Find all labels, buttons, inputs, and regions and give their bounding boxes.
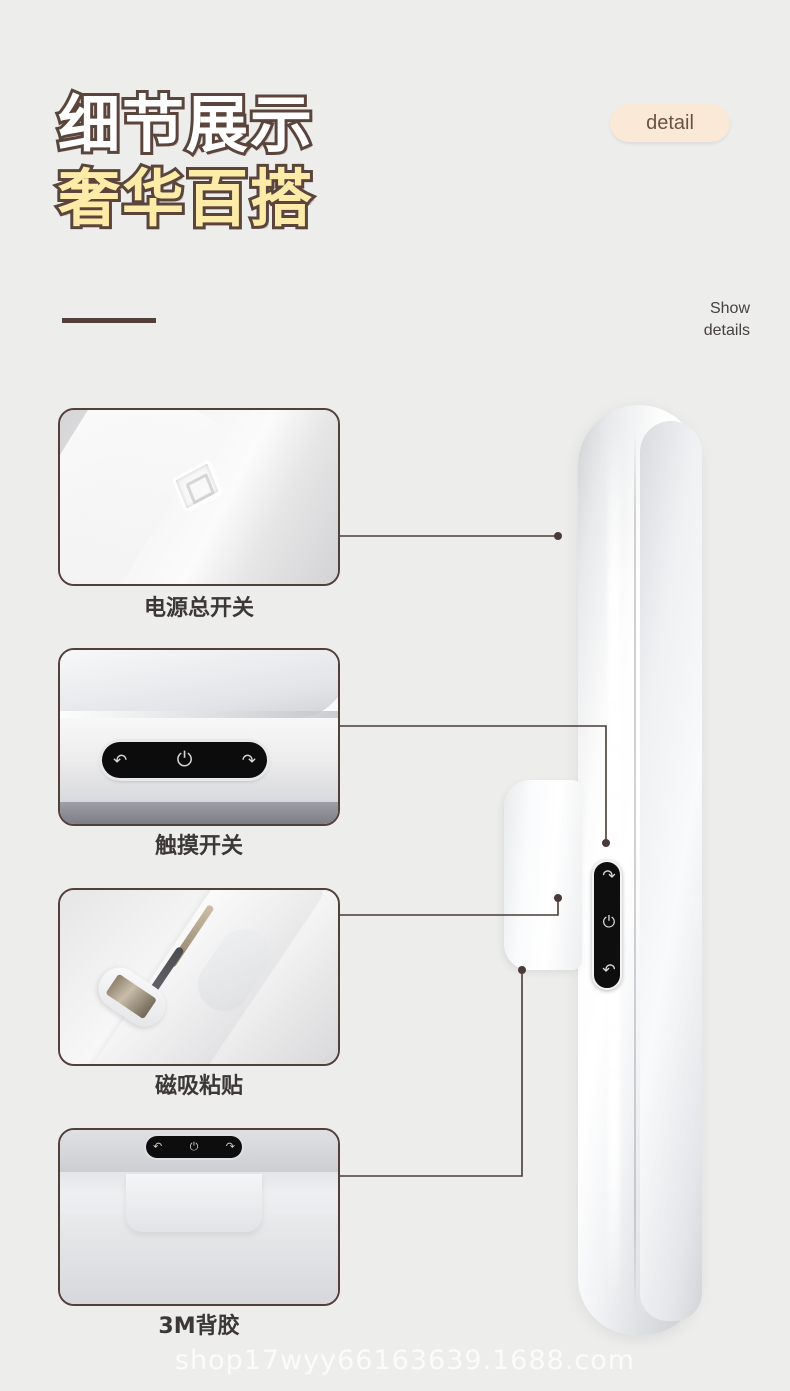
connector-line-4 (340, 973, 523, 1177)
touch-down-arrow-icon: ↶ (602, 962, 616, 979)
product-inner-groove (640, 421, 702, 1321)
touch-left-arrow-icon: ↶ (113, 750, 128, 770)
detail-card-photo-3 (60, 890, 338, 1064)
page-title-line-2: 奢华百搭 (55, 159, 315, 238)
detail-card-label-4: 3M背胶 (158, 1314, 240, 1339)
detail-card-photo-1 (60, 410, 338, 584)
touch-left-arrow-icon-small: ↶ (153, 1140, 163, 1153)
product-mount-tab (504, 780, 582, 970)
product-bottom-shadow (60, 802, 338, 824)
detail-card-3m-adhesive[interactable]: ↶ ⏻ ↷ (58, 1128, 340, 1306)
adhesive-pad (126, 1174, 262, 1232)
product-touch-panel: ↷ ⏻ ↶ (592, 860, 622, 990)
site-watermark: shop17wyy66163639.1688.com (174, 1345, 636, 1376)
detail-card-label-1: 电源总开关 (143, 596, 254, 621)
show-details-line-1: Show (709, 300, 750, 317)
detail-card-label-3: 磁吸粘贴 (154, 1074, 243, 1099)
page-title-line-1: 细节展示 (55, 85, 315, 164)
product-image: ↷ ⏻ ↶ (504, 405, 740, 1340)
touch-power-icon: ⏻ (602, 914, 616, 931)
product-top-face (60, 650, 338, 718)
detail-card-label-2: 触摸开关 (154, 834, 243, 859)
detail-card-magnetic-mount[interactable] (58, 888, 340, 1066)
detail-card-touch-switch[interactable]: ↶ ⏻ ↷ (58, 648, 340, 826)
detail-badge: detail (610, 104, 730, 142)
touch-switch-panel: ↶ ⏻ ↷ (102, 742, 267, 778)
touch-power-button-icon: ⏻ (176, 749, 193, 771)
touch-right-arrow-icon-small: ↷ (225, 1140, 235, 1153)
product-edge-line (634, 431, 636, 1311)
touch-power-icon-small: ⏻ (189, 1140, 199, 1153)
detail-card-photo-2: ↶ ⏻ ↷ (60, 650, 338, 824)
touch-up-arrow-icon: ↷ (602, 868, 616, 885)
title-divider (62, 318, 156, 323)
detail-badge-label: detail (646, 111, 694, 134)
touch-right-arrow-icon: ↷ (241, 750, 256, 770)
detail-card-power-switch[interactable] (58, 408, 340, 586)
touch-switch-panel-small: ↶ ⏻ ↷ (146, 1136, 242, 1158)
show-details-line-2: details (703, 322, 750, 339)
show-details-caption: Show details (640, 298, 750, 342)
page-title: 细节展示 奢华百搭 (55, 85, 315, 238)
detail-card-photo-4: ↶ ⏻ ↷ (60, 1130, 338, 1304)
